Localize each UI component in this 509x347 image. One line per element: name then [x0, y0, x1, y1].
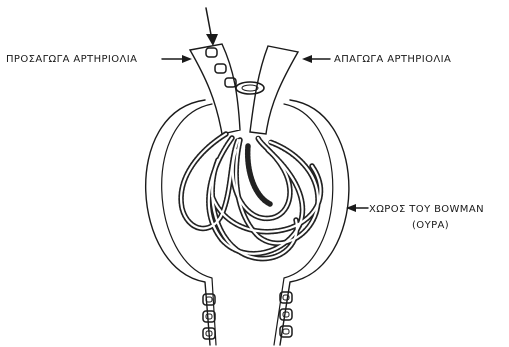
bowman-space-sublabel: (ΟΥΡΑ) [412, 220, 449, 231]
efferent-arteriole-label: ΑΠΑΓΩΓΑ ΑΡΤΗΡΙΟΛΙΑ [334, 54, 451, 65]
bowman-pointer-arrow [346, 204, 368, 212]
afferent-arteriole-label: ΠΡΟΣΑΓΩΓΑ ΑΡΤΗΡΙΟΛΙΑ [6, 54, 137, 65]
capillary-lumen [181, 134, 320, 259]
efferent-pointer-arrow [302, 55, 330, 63]
bowman-space-label: ΧΩΡΟΣ ΤΟΥ BOWMAN [369, 204, 484, 215]
afferent-pointer-arrow [162, 55, 192, 63]
blood-flow-arrow [206, 8, 218, 46]
